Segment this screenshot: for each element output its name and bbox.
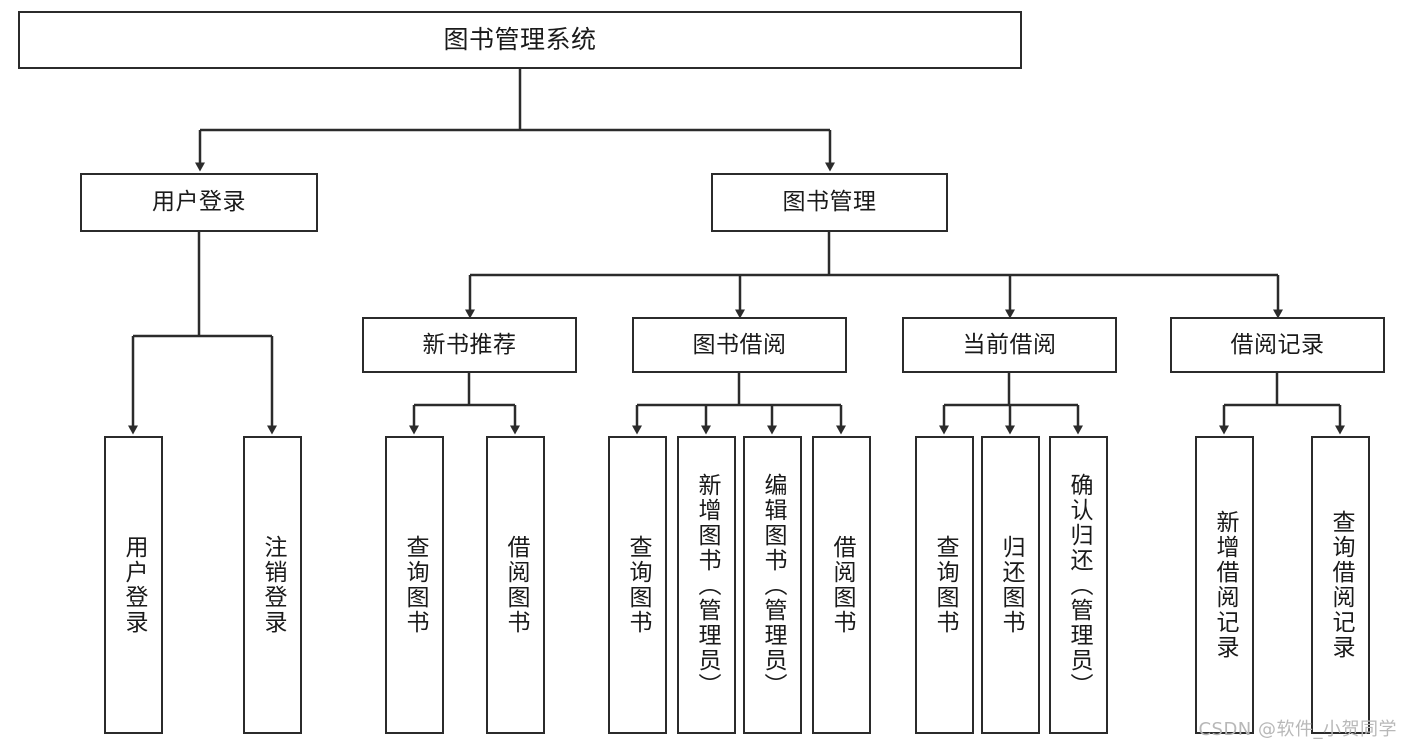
node-label: 用户登录 <box>121 535 147 635</box>
node-new-book-recommendation[interactable]: 新书推荐 <box>362 317 577 373</box>
node-leaf-query-book-borrowing[interactable]: 查询图书 <box>608 436 667 734</box>
node-user-login[interactable]: 用户登录 <box>80 173 318 232</box>
node-label: 确认归还（管理员） <box>1066 472 1092 698</box>
node-book-management[interactable]: 图书管理 <box>711 173 948 232</box>
node-leaf-borrow-book-borrowing[interactable]: 借阅图书 <box>812 436 871 734</box>
node-label: 图书借阅 <box>692 331 787 358</box>
node-leaf-user-login[interactable]: 用户登录 <box>104 436 163 734</box>
node-leaf-add-book-admin[interactable]: 新增图书（管理员） <box>677 436 736 734</box>
node-label: 图书管理系统 <box>443 24 597 54</box>
node-leaf-logout[interactable]: 注销登录 <box>243 436 302 734</box>
node-label: 当前借阅 <box>962 331 1057 358</box>
node-root-book-management-system[interactable]: 图书管理系统 <box>18 11 1022 69</box>
node-leaf-borrow-book-recommendation[interactable]: 借阅图书 <box>486 436 545 734</box>
node-label: 用户登录 <box>152 189 246 216</box>
node-label: 借阅图书 <box>503 535 529 635</box>
node-label: 编辑图书（管理员） <box>760 472 786 698</box>
node-label: 图书管理 <box>782 189 877 216</box>
node-label: 新增借阅记录 <box>1212 510 1238 660</box>
node-label: 查询图书 <box>402 535 428 635</box>
node-leaf-query-book-current[interactable]: 查询图书 <box>915 436 974 734</box>
node-leaf-query-borrow-record[interactable]: 查询借阅记录 <box>1311 436 1370 734</box>
node-leaf-add-borrow-record[interactable]: 新增借阅记录 <box>1195 436 1254 734</box>
node-label: 借阅记录 <box>1230 331 1325 358</box>
node-label: 归还图书 <box>998 535 1024 635</box>
node-leaf-query-book-recommendation[interactable]: 查询图书 <box>385 436 444 734</box>
csdn-watermark: CSDN @软件_小贺同学 <box>1198 719 1397 740</box>
node-label: 查询图书 <box>932 535 958 635</box>
node-label: 查询图书 <box>625 535 651 635</box>
node-label: 查询借阅记录 <box>1328 510 1354 660</box>
node-label: 借阅图书 <box>829 535 855 635</box>
node-current-borrowing[interactable]: 当前借阅 <box>902 317 1117 373</box>
node-book-borrowing[interactable]: 图书借阅 <box>632 317 847 373</box>
node-leaf-confirm-return-admin[interactable]: 确认归还（管理员） <box>1049 436 1108 734</box>
node-label: 注销登录 <box>260 535 286 635</box>
node-leaf-edit-book-admin[interactable]: 编辑图书（管理员） <box>743 436 802 734</box>
node-borrowing-record[interactable]: 借阅记录 <box>1170 317 1385 373</box>
node-leaf-return-book[interactable]: 归还图书 <box>981 436 1040 734</box>
node-label: 新书推荐 <box>422 331 517 358</box>
node-label: 新增图书（管理员） <box>694 472 720 698</box>
